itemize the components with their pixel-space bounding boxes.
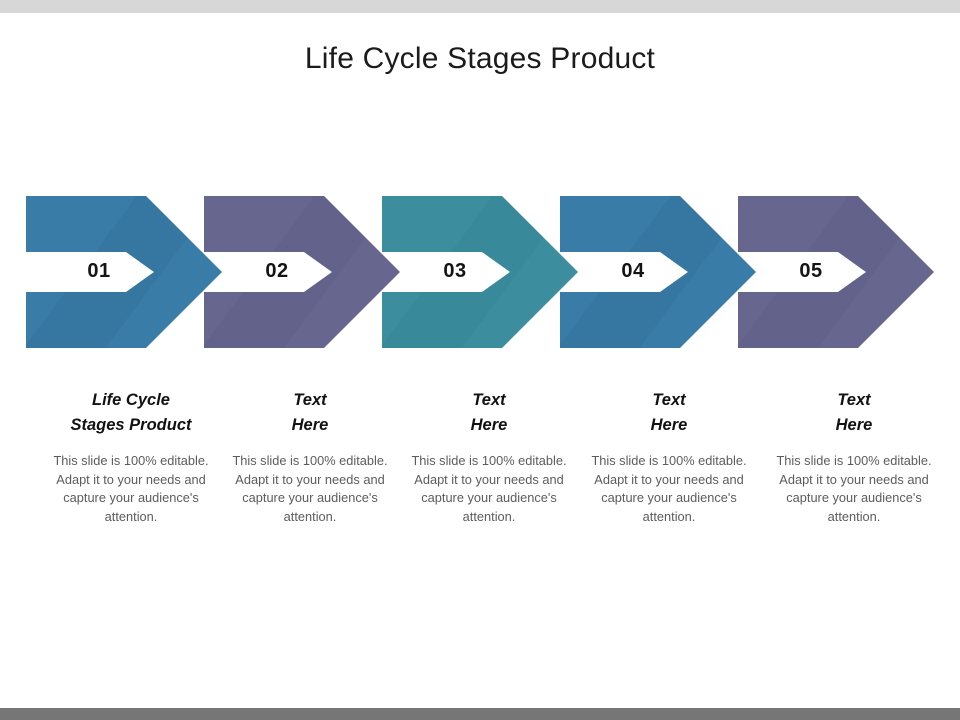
- stage-heading-3: Text Here: [470, 391, 508, 434]
- stage-heading-4: Text Here: [650, 391, 688, 434]
- stage-arrow-4[interactable]: 04: [560, 196, 788, 348]
- stage-body-4: This slide is 100% editable. Adapt it to…: [591, 453, 747, 524]
- stage-arrow-5[interactable]: 05: [738, 196, 960, 348]
- chevron-right-icon: [204, 196, 400, 348]
- stage-heading-2: Text Here: [291, 391, 329, 434]
- top-decor-band: [0, 0, 960, 13]
- stage-heading-1: Life Cycle Stages Product: [70, 391, 192, 434]
- stage-number-2: 02: [265, 260, 289, 282]
- chevron-right-icon: [560, 196, 756, 348]
- stage-body-3: This slide is 100% editable. Adapt it to…: [411, 453, 567, 524]
- chevron-right-icon: [382, 196, 578, 348]
- stage-body-1: This slide is 100% editable. Adapt it to…: [53, 453, 209, 524]
- stage-caption-5: Text Here This slide is 100% editable. A…: [760, 388, 948, 526]
- stage-arrow-3[interactable]: 03: [382, 196, 610, 348]
- stage-number-5: 05: [799, 260, 823, 282]
- stage-arrow-row: 01 02: [0, 196, 960, 352]
- stage-caption-row: Life Cycle Stages Product This slide is …: [0, 388, 960, 538]
- page-title: Life Cycle Stages Product: [304, 42, 656, 76]
- stage-arrow-1[interactable]: 01: [26, 196, 254, 348]
- stage-body-2: This slide is 100% editable. Adapt it to…: [232, 453, 388, 524]
- chevron-right-icon: [26, 196, 222, 348]
- stage-number-4: 04: [621, 260, 645, 282]
- bottom-decor-band: [0, 708, 960, 720]
- stage-number-3: 03: [443, 260, 467, 282]
- stage-body-5: This slide is 100% editable. Adapt it to…: [776, 453, 932, 524]
- stage-caption-1: Life Cycle Stages Product This slide is …: [37, 388, 225, 526]
- chevron-right-icon: [738, 196, 934, 348]
- stage-heading-5: Text Here: [835, 391, 873, 434]
- stage-caption-3: Text Here This slide is 100% editable. A…: [395, 388, 583, 526]
- stage-number-1: 01: [87, 260, 111, 282]
- stage-caption-2: Text Here This slide is 100% editable. A…: [216, 388, 404, 526]
- stage-arrow-2[interactable]: 02: [204, 196, 432, 348]
- stage-caption-4: Text Here This slide is 100% editable. A…: [575, 388, 763, 526]
